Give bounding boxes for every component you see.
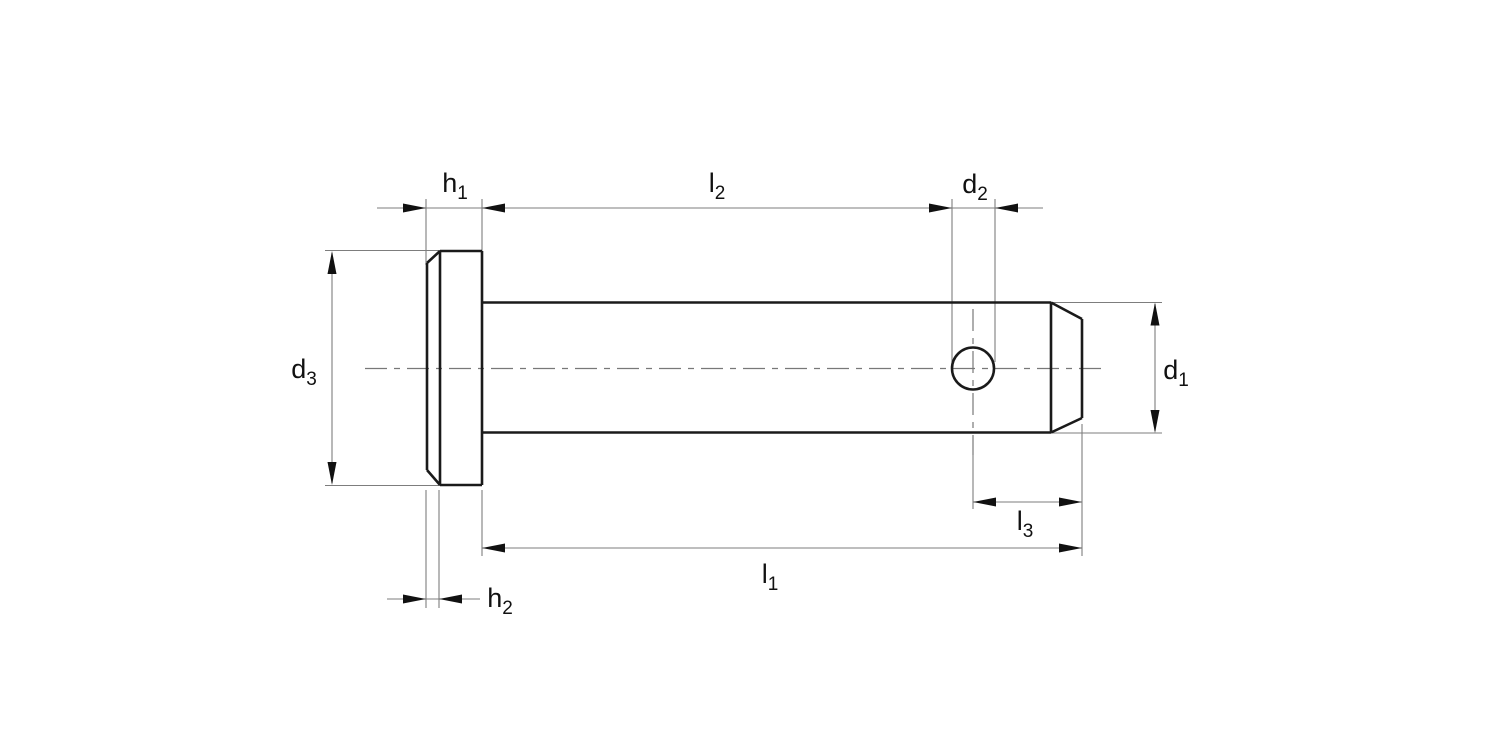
arrow-d3-bottom [327,462,337,485]
cross-hole [950,346,996,391]
arrow-l2-right [929,203,952,213]
arrow-l3-right [1059,497,1082,507]
arrow-h2-left [403,594,426,604]
dimension-lines [325,199,1162,608]
pin-outline [425,249,1084,487]
arrow-l2-left [482,203,505,213]
dimension-label-h1: h1 [442,168,468,204]
arrow-d3-top [327,251,337,274]
arrow-d1-bottom [1150,410,1160,433]
dimension-label-l1: l1 [762,559,779,595]
arrow-h2-right [439,594,462,604]
arrow-l1-right [1059,543,1082,553]
arrow-h1-left [403,203,426,213]
dimension-label-l2: l2 [709,168,726,204]
arrow-l1-left [482,543,505,553]
arrow-l3-left [973,497,996,507]
dimension-label-d1: d1 [1163,355,1189,391]
arrow-d1-top [1150,302,1160,326]
dimension-labels: h1 l2 d2 d3 d1 l3 l1 h2 [291,168,1189,619]
dimension-label-d3: d3 [291,354,317,390]
arrow-d2-right [995,203,1018,213]
dimension-label-h2: h2 [487,583,513,619]
dimension-label-d2: d2 [962,169,988,205]
pin-head-outline [425,249,484,487]
center-lines [365,309,1105,455]
dimension-label-l3: l3 [1017,506,1034,542]
pin-shaft-outline [482,301,1084,434]
dimension-arrows [327,203,1160,604]
